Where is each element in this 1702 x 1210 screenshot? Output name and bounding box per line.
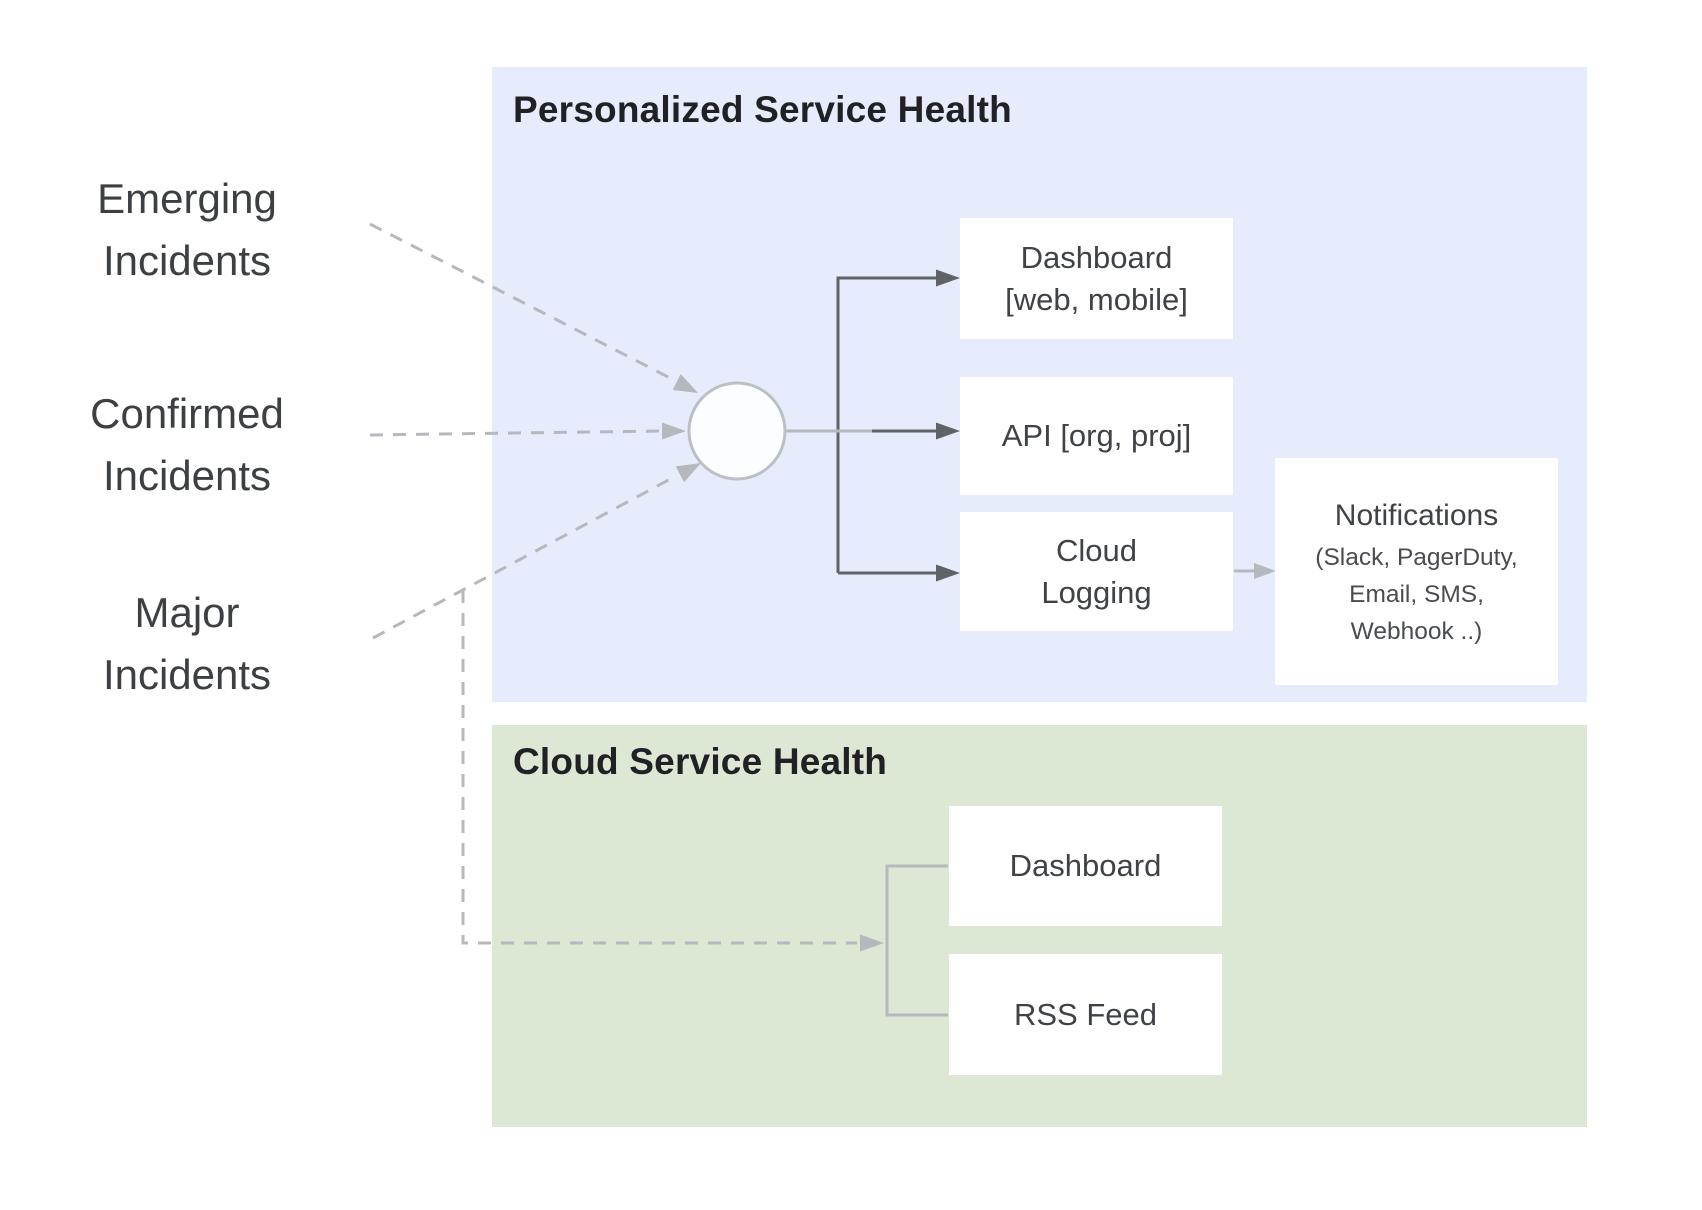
arrow-logging-to-notifications — [1234, 563, 1276, 579]
label-line: Confirmed — [90, 390, 284, 437]
cloud-split-bracket — [885, 864, 948, 1017]
box-line: API [org, proj] — [1001, 418, 1192, 453]
box-dashboard-web-mobile: Dashboard [web, mobile] — [960, 218, 1233, 339]
label-line: Emerging — [97, 175, 277, 222]
arrow-node-to-dashboard — [836, 269, 960, 573]
label-confirmed-incidents: Confirmed Incidents — [32, 383, 342, 507]
box-line: [web, mobile] — [1005, 281, 1188, 317]
label-line: Major — [134, 589, 240, 636]
notifications-channels-line: Webhook ..) — [1350, 618, 1483, 645]
box-line: Cloud — [1056, 532, 1137, 568]
box-cloud-dashboard: Dashboard — [949, 806, 1222, 926]
arrow-major-to-node — [372, 463, 701, 640]
arrow-node-to-cloud-logging — [838, 564, 960, 582]
box-line: RSS Feed — [1013, 996, 1157, 1032]
notifications-title: Notifications — [1334, 499, 1499, 532]
notifications-channels-line: (Slack, PagerDuty, — [1315, 544, 1518, 571]
arrow-confirmed-to-node — [369, 422, 686, 440]
label-line: Incidents — [102, 651, 272, 698]
box-rss-feed: RSS Feed — [949, 954, 1222, 1075]
merge-node-circle — [687, 381, 787, 481]
box-line: Logging — [1041, 574, 1152, 610]
box-line: Dashboard — [1020, 239, 1173, 275]
arrow-incidents-to-cloud-service-health — [461, 590, 884, 952]
personalized-service-health-title: Personalized Service Health — [513, 89, 1012, 130]
box-cloud-logging: Cloud Logging — [960, 512, 1233, 631]
label-line: Incidents — [102, 452, 272, 499]
box-api-org-proj: API [org, proj] — [960, 377, 1233, 495]
arrow-emerging-to-node — [369, 222, 698, 393]
label-line: Incidents — [102, 237, 272, 284]
label-major-incidents: Major Incidents — [32, 582, 342, 706]
label-emerging-incidents: Emerging Incidents — [32, 168, 342, 292]
cloud-service-health-title: Cloud Service Health — [513, 741, 888, 782]
notifications-channels-line: Email, SMS, — [1349, 581, 1484, 608]
box-line: Dashboard — [1009, 848, 1162, 883]
box-notifications: Notifications (Slack, PagerDuty, Email, … — [1275, 458, 1558, 685]
